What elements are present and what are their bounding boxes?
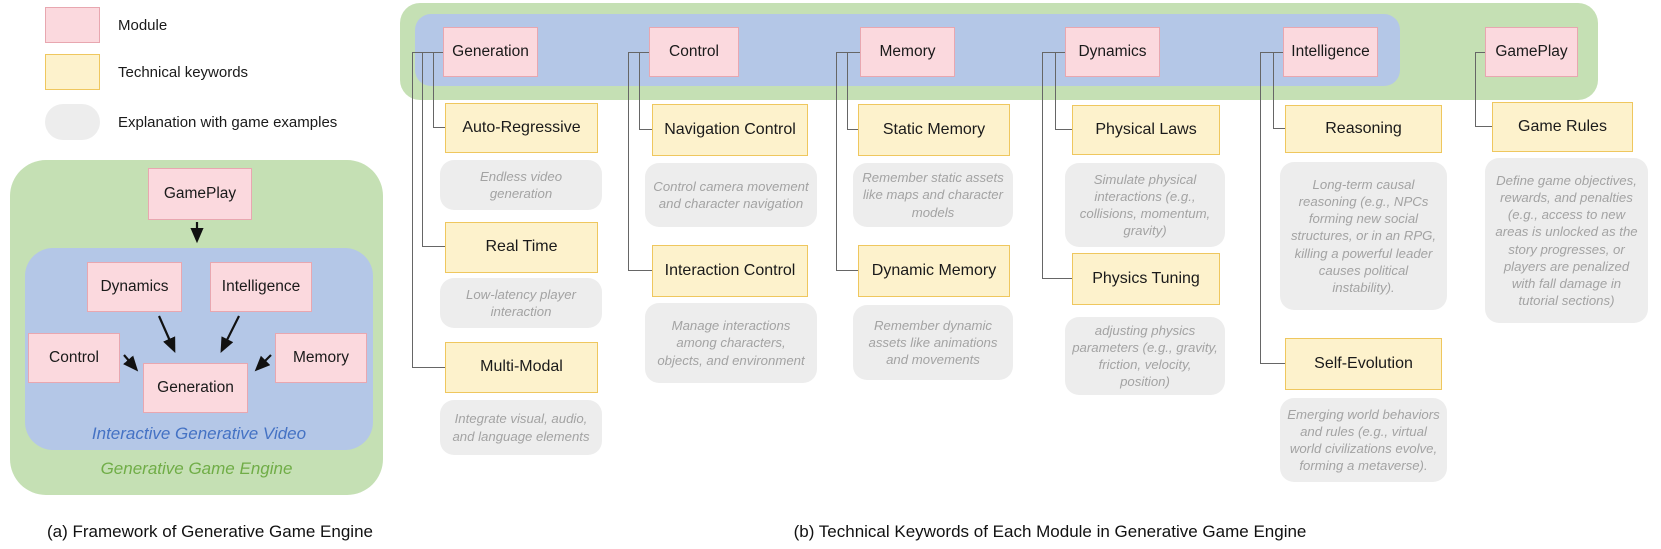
legend-explanation-label: Explanation with game examples — [118, 113, 338, 131]
keyword-box-physics-tuning: Physics Tuning — [1072, 253, 1220, 305]
framework-module-memory: Memory — [275, 333, 367, 383]
module-box-control: Control — [649, 27, 739, 77]
explanation-auto-regressive: Endless video generation — [440, 160, 602, 210]
framework-module-intelligence: Intelligence — [210, 262, 312, 312]
framework-module-control: Control — [28, 333, 120, 383]
explanation-self-evolution: Emerging world behaviors and rules (e.g.… — [1280, 398, 1447, 482]
connector-elbow-multi-modal — [412, 52, 445, 368]
keyword-box-game-rules: Game Rules — [1492, 102, 1633, 152]
connector-elbow-navigation-control — [639, 52, 652, 130]
connector-stub-gameplay — [1475, 52, 1485, 53]
keyword-box-auto-regressive: Auto-Regressive — [445, 103, 598, 153]
framework-module-generation: Generation — [143, 363, 248, 413]
generative-game-engine-label: Generative Game Engine — [100, 459, 293, 478]
explanation-physical-laws: Simulate physical interactions (e.g., co… — [1065, 163, 1225, 247]
arrow-control-to-generation — [123, 354, 139, 372]
connector-stub-generation — [412, 52, 443, 53]
keyword-box-navigation-control: Navigation Control — [652, 104, 808, 156]
arrow-memory-to-generation — [254, 354, 272, 372]
connector-elbow-physics-tuning — [1042, 52, 1072, 279]
interactive-generative-video-label: Interactive Generative Video — [91, 424, 307, 443]
keyword-box-dynamic-memory: Dynamic Memory — [858, 245, 1010, 297]
legend-keyword-swatch — [45, 54, 100, 90]
connector-elbow-self-evolution — [1260, 52, 1285, 364]
keyword-box-static-memory: Static Memory — [858, 104, 1010, 156]
connector-elbow-static-memory — [847, 52, 858, 130]
caption-a: (a) Framework of Generative Game Engine — [47, 522, 373, 541]
connector-stub-memory — [836, 52, 860, 53]
connector-elbow-dynamic-memory — [836, 52, 858, 271]
module-box-gameplay: GamePlay — [1485, 27, 1578, 77]
legend-keyword-label: Technical keywords — [118, 63, 249, 81]
explanation-static-memory: Remember static assets like maps and cha… — [853, 163, 1013, 227]
explanation-game-rules: Define game objectives, rewards, and pen… — [1485, 158, 1648, 323]
keyword-box-self-evolution: Self-Evolution — [1285, 338, 1442, 390]
framework-arrows — [123, 222, 272, 372]
explanation-interaction-control: Manage interactions among characters, ob… — [645, 303, 817, 383]
keyword-box-physical-laws: Physical Laws — [1072, 105, 1220, 155]
connector-elbow-game-rules — [1475, 52, 1492, 127]
keyword-box-real-time: Real Time — [445, 222, 598, 273]
connector-stub-control — [628, 52, 649, 53]
module-box-memory: Memory — [860, 27, 955, 77]
keyword-box-interaction-control: Interaction Control — [652, 245, 808, 297]
framework-module-dynamics: Dynamics — [87, 262, 182, 312]
explanation-navigation-control: Control camera movement and character na… — [645, 163, 817, 227]
arrow-dynamics-to-generation — [157, 315, 176, 354]
explanation-reasoning: Long-term causal reasoning (e.g., NPCs f… — [1280, 162, 1447, 310]
keyword-box-multi-modal: Multi-Modal — [445, 342, 598, 393]
explanation-dynamic-memory: Remember dynamic assets like animations … — [853, 305, 1013, 380]
explanation-multi-modal: Integrate visual, audio, and language el… — [440, 400, 602, 455]
module-box-intelligence: Intelligence — [1283, 27, 1378, 77]
connector-elbow-physical-laws — [1055, 52, 1072, 130]
framework-module-gameplay: GamePlay — [148, 168, 252, 220]
connector-elbow-interaction-control — [628, 52, 652, 271]
connector-elbow-reasoning — [1273, 52, 1285, 129]
explanation-physics-tuning: adjusting physics parameters (e.g., grav… — [1065, 317, 1225, 395]
caption-b: (b) Technical Keywords of Each Module in… — [793, 522, 1307, 541]
module-box-generation: Generation — [443, 27, 538, 77]
arrow-intelligence-to-generation — [220, 315, 240, 353]
explanation-real-time: Low-latency player interaction — [440, 278, 602, 328]
connector-elbow-real-time — [422, 52, 445, 247]
legend-module-label: Module — [118, 16, 168, 34]
legend-explanation-swatch — [45, 104, 100, 140]
legend-module-swatch — [45, 7, 100, 43]
module-box-dynamics: Dynamics — [1065, 27, 1160, 77]
keyword-box-reasoning: Reasoning — [1285, 105, 1442, 153]
connector-stub-intelligence — [1260, 52, 1283, 53]
connector-stub-dynamics — [1042, 52, 1065, 53]
connector-elbow-auto-regressive — [433, 52, 445, 128]
